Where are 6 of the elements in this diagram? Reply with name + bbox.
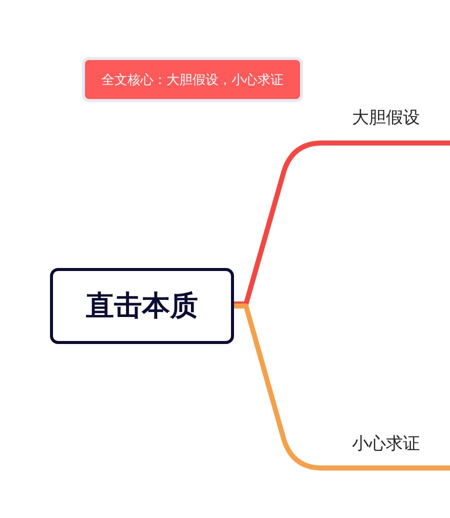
summary-tag: 全文核心：大胆假设，小心求证: [82, 57, 303, 102]
branch-line: [234, 304, 450, 470]
central-topic-box: 直击本质: [50, 268, 234, 344]
branch-line: [234, 140, 450, 306]
branch-topic: 小心求证: [330, 430, 450, 467]
branch-topic: 大胆假设: [330, 104, 450, 142]
